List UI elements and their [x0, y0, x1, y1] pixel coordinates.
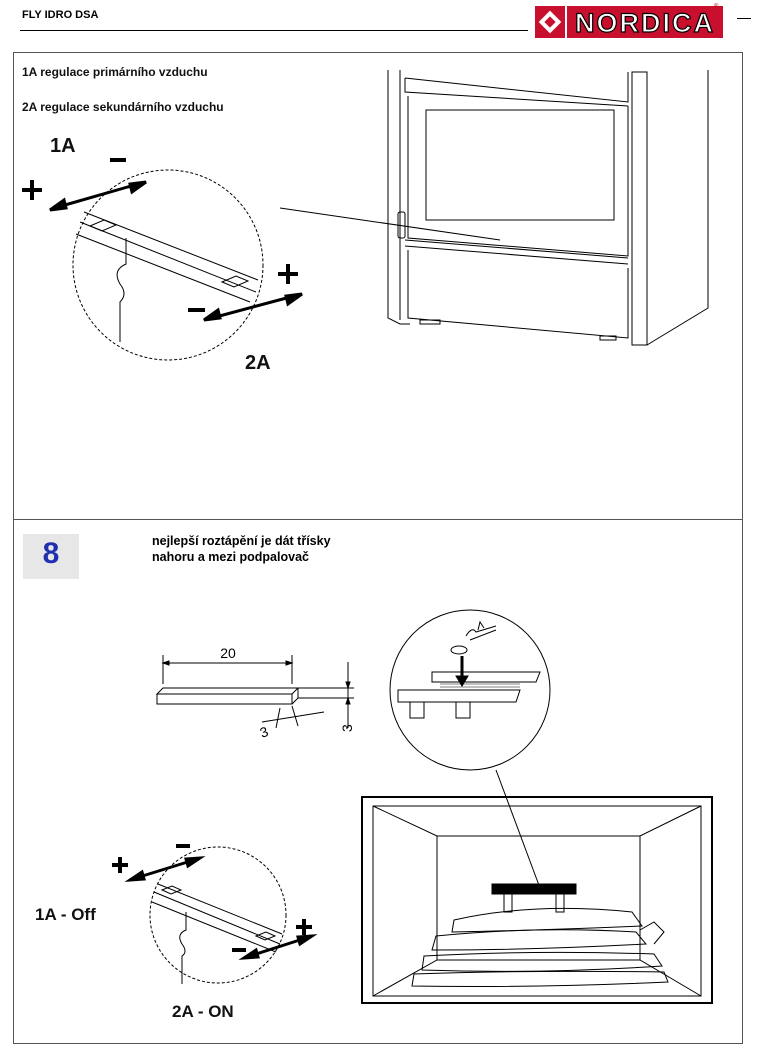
step-number: 8: [42, 537, 60, 570]
plus-minus-symbols: [22, 158, 298, 312]
document-model-title: FLY IDRO DSA: [22, 9, 99, 21]
registered-mark-icon: ®: [714, 4, 719, 10]
plus-minus-symbols-lower: [112, 844, 312, 952]
label-2a-on: 2A - ON: [172, 1002, 234, 1021]
dim-height-label: 3: [339, 724, 355, 732]
air-control-detail-circle: [72, 169, 264, 361]
dim-length-label: 20: [220, 645, 236, 661]
stove-front-drawing: [387, 70, 709, 346]
dim-width-label: 3: [258, 723, 271, 741]
label-2a: 2A: [245, 352, 271, 374]
svg-text:NORDICA: NORDICA: [575, 8, 715, 38]
caption-primary-air: 1A regulace primárního vzduchu: [22, 65, 208, 79]
air-state-detail-circle: [149, 846, 287, 984]
caption-secondary-air: 2A regulace sekundárního vzduchu: [22, 100, 224, 114]
lighting-instructions-panel: [13, 519, 743, 1044]
secondary-air-on-arrow-icon: [238, 934, 318, 960]
instruction-line-2: nahoru a mezi podpalovač: [152, 550, 309, 564]
header-rule: [20, 30, 528, 31]
instruction-line-1: nejlepší roztápění je dát třísky: [152, 534, 331, 548]
kindling-dimension-drawing: [155, 655, 354, 729]
lighting-leader-line: [495, 769, 541, 889]
primary-air-off-arrow-icon: [124, 856, 206, 882]
header-rule-right: [737, 18, 751, 19]
primary-air-arrow-icon: [49, 180, 147, 212]
firebox-drawing: [361, 796, 713, 1004]
instruction-text: nejlepší roztápění je dát třísky nahoru …: [152, 533, 331, 565]
secondary-air-arrow-icon: [203, 292, 303, 322]
detail-leader-line: [279, 207, 501, 241]
nordica-logo: NORDICA: [535, 6, 723, 38]
step-number-box: [23, 534, 79, 579]
label-1a: 1A: [50, 135, 76, 157]
lighting-detail-circle: [389, 609, 551, 771]
label-1a-off: 1A - Off: [35, 905, 96, 924]
